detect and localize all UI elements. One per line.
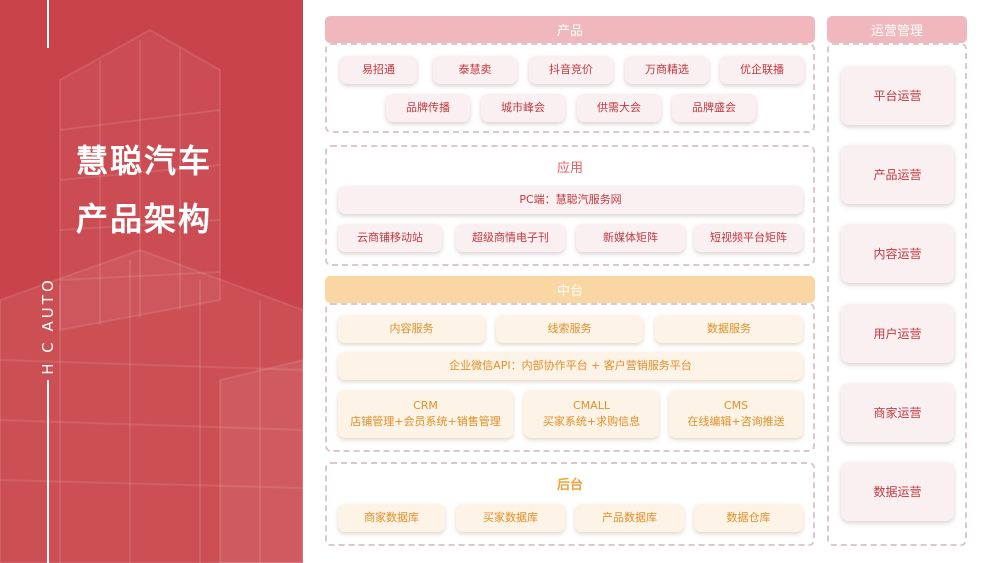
product-item[interactable]: 抖音竞价 — [529, 56, 613, 84]
product-item[interactable]: 品牌传播 — [386, 94, 470, 122]
product-item[interactable]: 优企联播 — [720, 56, 804, 84]
backend-section — [325, 462, 815, 546]
title-line-2: 产品架构 — [76, 200, 213, 238]
middle-service-item[interactable]: 内容服务 — [338, 315, 485, 343]
backend-header: 后台 — [556, 478, 583, 493]
product-item[interactable]: 万商精选 — [625, 56, 709, 84]
middle-header: 中台 — [325, 276, 815, 303]
application-section — [325, 145, 815, 266]
decorative-line-top — [47, 0, 49, 48]
operations-item[interactable]: 内容运营 — [841, 224, 954, 283]
operations-item[interactable]: 产品运营 — [841, 145, 954, 204]
operations-header: 运营管理 — [827, 16, 967, 43]
system-desc: 店铺管理+会员系统+销售管理 — [350, 415, 501, 428]
middle-service-item[interactable]: 数据服务 — [655, 315, 803, 343]
product-header: 产品 — [325, 16, 815, 43]
middle-system-cms[interactable]: CMS 在线编辑+咨询推送 — [669, 390, 803, 438]
application-item[interactable]: 超级商情电子刊 — [456, 224, 565, 252]
system-name: CRM — [413, 399, 438, 412]
page-title: 慧聪汽车 产品架构 — [76, 132, 212, 248]
product-item[interactable]: 供需大会 — [577, 94, 661, 122]
application-pc-item[interactable]: PC端：慧聪汽服务网 — [338, 186, 803, 214]
application-item[interactable]: 短视频平台矩阵 — [694, 224, 803, 252]
system-name: CMALL — [573, 399, 610, 412]
operations-item[interactable]: 用户运营 — [841, 304, 954, 363]
left-cover-panel: H C AUTO 慧聪汽车 产品架构 — [0, 0, 303, 563]
operations-item[interactable]: 商家运营 — [841, 383, 954, 442]
application-item[interactable]: 新媒体矩阵 — [576, 224, 685, 252]
product-item[interactable]: 易招通 — [340, 56, 417, 84]
application-header: 应用 — [556, 161, 583, 176]
backend-item[interactable]: 买家数据库 — [456, 504, 565, 532]
system-desc: 买家系统+求购信息 — [542, 415, 641, 428]
backend-item[interactable]: 商家数据库 — [338, 504, 445, 532]
system-desc: 在线编辑+咨询推送 — [687, 415, 785, 428]
middle-system-crm[interactable]: CRM 店铺管理+会员系统+销售管理 — [338, 390, 513, 438]
title-line-1: 慧聪汽车 — [76, 142, 213, 180]
middle-api-item[interactable]: 企业微信API：内部协作平台 + 客户营销服务平台 — [338, 352, 803, 380]
application-item[interactable]: 云商铺移动站 — [338, 224, 442, 252]
building-background-graphic — [0, 28, 303, 563]
backend-item[interactable]: 数据仓库 — [694, 504, 803, 532]
product-item[interactable]: 泰慧卖 — [433, 56, 517, 84]
middle-service-item[interactable]: 线索服务 — [496, 315, 643, 343]
product-section — [325, 43, 815, 133]
decorative-line-bottom — [47, 380, 49, 563]
system-name: CMS — [723, 399, 749, 412]
operations-item[interactable]: 数据运营 — [841, 462, 954, 521]
backend-item[interactable]: 产品数据库 — [575, 504, 684, 532]
brand-vertical-text: H C AUTO — [39, 277, 57, 375]
product-item[interactable]: 城市峰会 — [481, 94, 565, 122]
product-item[interactable]: 品牌盛会 — [672, 94, 756, 122]
middle-system-cmall[interactable]: CMALL 买家系统+求购信息 — [524, 390, 659, 438]
middle-section — [325, 303, 815, 452]
operations-item[interactable]: 平台运营 — [841, 66, 954, 125]
operations-section — [827, 43, 967, 546]
